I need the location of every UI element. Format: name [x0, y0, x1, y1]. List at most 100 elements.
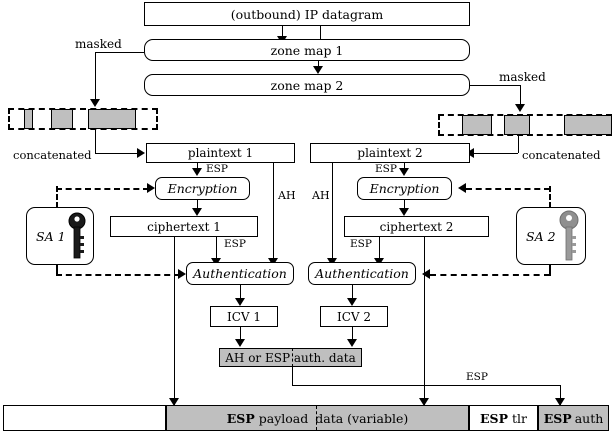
arrowhead-sa1-to-auth: [178, 269, 186, 279]
packet-segment-esp-payload-data: ESP payload data (variable): [166, 405, 469, 431]
sa-2-label: SA 2: [526, 228, 556, 244]
esp-payload-rest-label: payload: [258, 410, 309, 426]
arrowhead-ciphertext1-to-strip: [169, 398, 179, 406]
esp-label-bottom: ESP: [466, 371, 488, 383]
packet-segment-esp-trailer: ESP tlr: [469, 405, 538, 431]
ciphertext-2-label: ciphertext 2: [379, 219, 454, 234]
key-icon-sa-2: [559, 210, 579, 261]
authentication-1-box: Authentication: [186, 262, 294, 285]
line-maskedbar-left-down: [95, 129, 96, 153]
line-concatenated-right: [474, 153, 518, 154]
zone-map-2-box: zone map 2: [144, 74, 470, 96]
line-zonemap1-to-zonemap2: [318, 61, 319, 69]
arrowhead-plaintext1-to-encryption1: [192, 168, 202, 176]
dashed-sa1-to-encryption-v: [56, 186, 58, 208]
zone-map-2-label: zone map 2: [270, 77, 344, 93]
masked-block-right-2: [504, 115, 530, 135]
masked-block-right-3: [564, 115, 612, 135]
arrowhead-ciphertext2-to-strip: [419, 398, 429, 406]
line-ciphertext2-to-strip: [424, 237, 425, 405]
arrowhead-encryption2-to-ciphertext2: [399, 208, 409, 216]
esp-trailer-bold-label: ESP: [480, 410, 508, 426]
ciphertext-2-box: ciphertext 2: [344, 216, 489, 237]
arrowhead-sa1-to-encryption: [147, 183, 155, 193]
line-datagram-side: [320, 26, 321, 39]
dashed-sa1-to-auth-h: [56, 274, 180, 276]
line-masked-left-down: [95, 52, 96, 102]
dashed-sa1-to-encryption-h: [56, 188, 149, 190]
masked-label-left: masked: [75, 37, 122, 51]
masked-block-left-3: [88, 109, 136, 129]
arrowhead-auth2-to-icv2: [347, 298, 357, 306]
encryption-2-label: Encryption: [369, 181, 440, 196]
dashed-sa2-to-encryption-v: [549, 186, 551, 208]
arrowhead-zonemap1-to-zonemap2: [313, 66, 323, 74]
dashed-sa2-to-auth-v: [549, 264, 551, 276]
ah-label-left: AH: [278, 189, 296, 202]
esp-label-ciphertext-2: ESP: [350, 238, 372, 250]
line-icv2-to-authdata: [352, 327, 353, 345]
encryption-2-box: Encryption: [357, 177, 452, 200]
line-zonemap2-right-out: [470, 85, 521, 86]
arrowhead-masked-left: [90, 99, 100, 107]
esp-payload-data-divider: [316, 406, 317, 430]
ah-label-right: AH: [312, 189, 330, 202]
key-icon-sa-1: [68, 212, 86, 259]
line-authdata-to-esp-right: [292, 385, 560, 386]
plaintext-2-label: plaintext 2: [357, 146, 423, 160]
line-esp-down-to-strip: [560, 385, 561, 405]
plaintext-1-box: plaintext 1: [146, 143, 295, 163]
line-encryption2-to-ciphertext2: [404, 200, 405, 211]
esp-trailer-rest-label: tlr: [511, 410, 527, 426]
masked-block-right-1: [462, 115, 492, 135]
arrowhead-concatenated-left: [137, 148, 145, 158]
arrowhead-icv2-to-authdata: [347, 339, 357, 347]
arrowhead-concatenated-right: [466, 148, 474, 158]
auth-data-divider: [292, 348, 293, 367]
line-datagram-to-zonemap1: [282, 26, 283, 38]
line-icv1-to-authdata: [240, 327, 241, 345]
line-concatenated-left: [95, 153, 139, 154]
line-plaintext1-to-encryption1: [197, 163, 198, 172]
ah-or-esp-auth-data-label: AH or ESP auth. data: [225, 350, 356, 365]
esp-label-plaintext-2: ESP: [375, 163, 397, 175]
esp-label-plaintext-1: ESP: [206, 163, 228, 175]
arrowhead-icv1-to-authdata: [235, 339, 245, 347]
packet-segment-data-variable-label: data (variable): [315, 410, 409, 426]
arrowhead-sa2-to-encryption: [458, 183, 466, 193]
encryption-1-label: Encryption: [167, 181, 238, 196]
authentication-1-label: Authentication: [193, 266, 287, 281]
esp-payload-bold-label: ESP: [226, 410, 255, 426]
concatenated-label-right: concatenated: [522, 148, 601, 162]
line-zonemap1-left-out: [95, 52, 144, 53]
esp-auth-bold-label: ESP: [543, 410, 572, 426]
encryption-1-box: Encryption: [155, 177, 250, 200]
line-authdata-down: [292, 367, 293, 385]
line-ciphertext2-to-auth2: [379, 237, 380, 262]
masked-label-right: masked: [499, 70, 546, 84]
masked-block-left-2: [51, 109, 73, 129]
plaintext-2-box: plaintext 2: [310, 143, 470, 163]
arrowhead-plaintext2-to-encryption2: [399, 168, 409, 176]
esp-auth-rest-label: auth: [574, 410, 604, 426]
packet-segment-esp-auth: ESP auth: [538, 405, 609, 431]
arrowhead-sa2-to-auth: [422, 269, 430, 279]
ah-or-esp-auth-data-box: AH or ESP auth. data: [219, 348, 362, 367]
dashed-sa2-to-encryption-h: [466, 188, 550, 190]
arrowhead-encryption1-to-ciphertext1: [192, 208, 202, 216]
line-ciphertext1-to-auth1: [216, 237, 217, 262]
line-auth2-to-icv2: [352, 285, 353, 303]
arrowhead-auth1-to-icv1: [235, 298, 245, 306]
dashed-sa2-to-auth-h: [430, 274, 550, 276]
authentication-2-box: Authentication: [308, 262, 416, 285]
icv-2-box: ICV 2: [320, 306, 388, 327]
masked-block-left-1: [24, 109, 33, 129]
line-ciphertext1-to-strip: [174, 237, 175, 405]
ciphertext-1-label: ciphertext 1: [147, 219, 221, 234]
line-plaintext2-to-encryption2: [404, 163, 405, 172]
concatenated-label-left: concatenated: [13, 148, 92, 162]
outbound-ip-datagram-box: (outbound) IP datagram: [144, 2, 470, 26]
icv-1-box: ICV 1: [210, 306, 278, 327]
dashed-sa1-to-auth-v: [56, 264, 58, 276]
